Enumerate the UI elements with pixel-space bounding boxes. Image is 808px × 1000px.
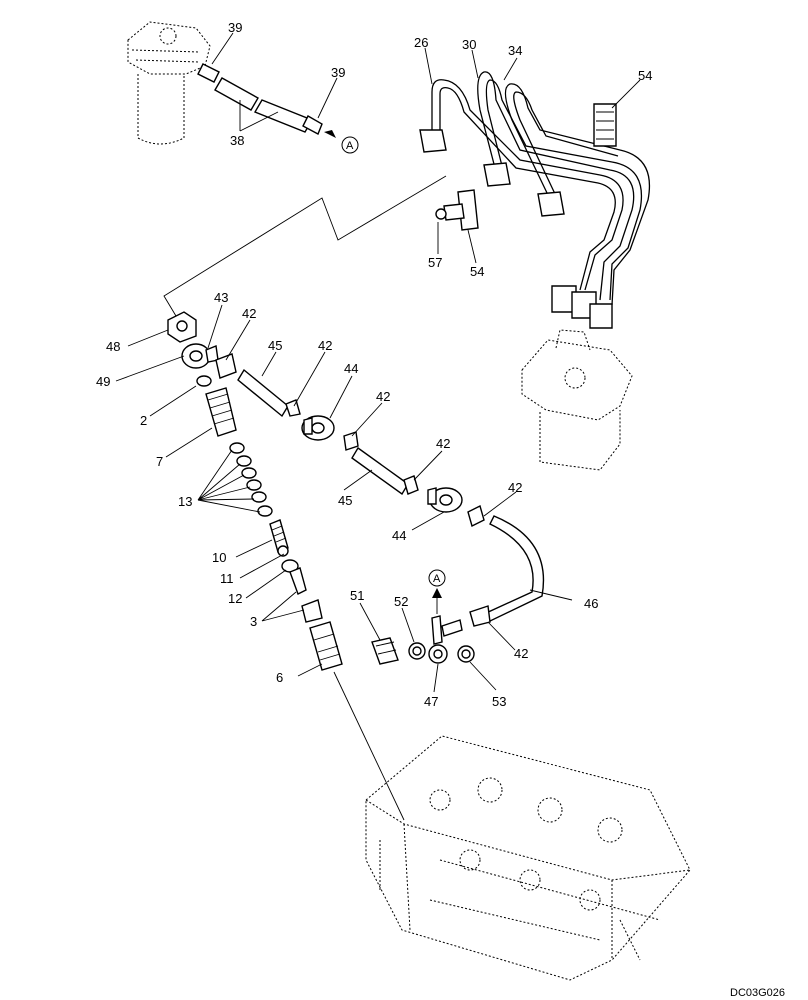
callout-6: 6 bbox=[276, 670, 283, 685]
ref-a-top: A bbox=[346, 140, 354, 152]
callout-10: 10 bbox=[212, 550, 226, 565]
callout-12: 12 bbox=[228, 591, 242, 606]
callout-48: 48 bbox=[106, 339, 120, 354]
ref-a-bottom: A bbox=[433, 573, 441, 585]
fuel-filter-ghost bbox=[127, 21, 211, 145]
callout-38: 38 bbox=[230, 133, 244, 148]
nut-group bbox=[167, 311, 219, 387]
hose-38 bbox=[197, 63, 336, 138]
callout-13: 13 bbox=[178, 494, 192, 509]
callout-leaders bbox=[115, 32, 641, 693]
callout-30: 30 bbox=[462, 37, 476, 52]
pipe-45-lower bbox=[351, 446, 485, 528]
callout-49: 49 bbox=[96, 374, 110, 389]
callout-57: 57 bbox=[428, 255, 442, 270]
callout-52: 52 bbox=[394, 594, 408, 609]
callout-42-b: 42 bbox=[318, 338, 332, 353]
callout-51: 51 bbox=[350, 588, 364, 603]
callout-2: 2 bbox=[140, 413, 147, 428]
callout-42-a: 42 bbox=[242, 306, 256, 321]
callout-47: 47 bbox=[424, 694, 438, 709]
pipe-45-upper bbox=[215, 353, 359, 451]
callout-39-right: 39 bbox=[331, 65, 345, 80]
callout-46: 46 bbox=[584, 596, 598, 611]
callout-42-e: 42 bbox=[508, 480, 522, 495]
callout-3: 3 bbox=[250, 614, 257, 629]
drawing-code: DC03G026 bbox=[730, 987, 785, 999]
injector-stack bbox=[205, 387, 405, 821]
bracket-54 bbox=[435, 189, 479, 231]
injection-pump-ghost bbox=[521, 329, 633, 471]
callout-53: 53 bbox=[492, 694, 506, 709]
callout-54-clip: 54 bbox=[638, 68, 652, 83]
injection-pipes bbox=[419, 71, 651, 329]
callout-44-a: 44 bbox=[344, 361, 358, 376]
callout-44-b: 44 bbox=[392, 528, 406, 543]
callout-54-bracket: 54 bbox=[470, 264, 484, 279]
hose-46 bbox=[469, 515, 545, 627]
banjo-fitting-group bbox=[371, 588, 475, 665]
callout-45-a: 45 bbox=[268, 338, 282, 353]
pipe-clip-54 bbox=[593, 103, 617, 147]
callout-39-top: 39 bbox=[228, 20, 242, 35]
callout-7: 7 bbox=[156, 454, 163, 469]
callout-42-c: 42 bbox=[376, 389, 390, 404]
ref-markers: A A bbox=[341, 136, 446, 587]
callout-42-f: 42 bbox=[514, 646, 528, 661]
callout-11: 11 bbox=[220, 571, 234, 586]
fuel-return-line bbox=[163, 175, 447, 317]
callout-labels: 39 39 38 26 30 34 54 57 54 43 42 45 42 4… bbox=[96, 20, 652, 709]
callout-42-d: 42 bbox=[436, 436, 450, 451]
callout-43: 43 bbox=[214, 290, 228, 305]
callout-26: 26 bbox=[414, 35, 428, 50]
cylinder-head-ghost bbox=[365, 735, 691, 981]
callout-45-b: 45 bbox=[338, 493, 352, 508]
callout-34: 34 bbox=[508, 43, 522, 58]
